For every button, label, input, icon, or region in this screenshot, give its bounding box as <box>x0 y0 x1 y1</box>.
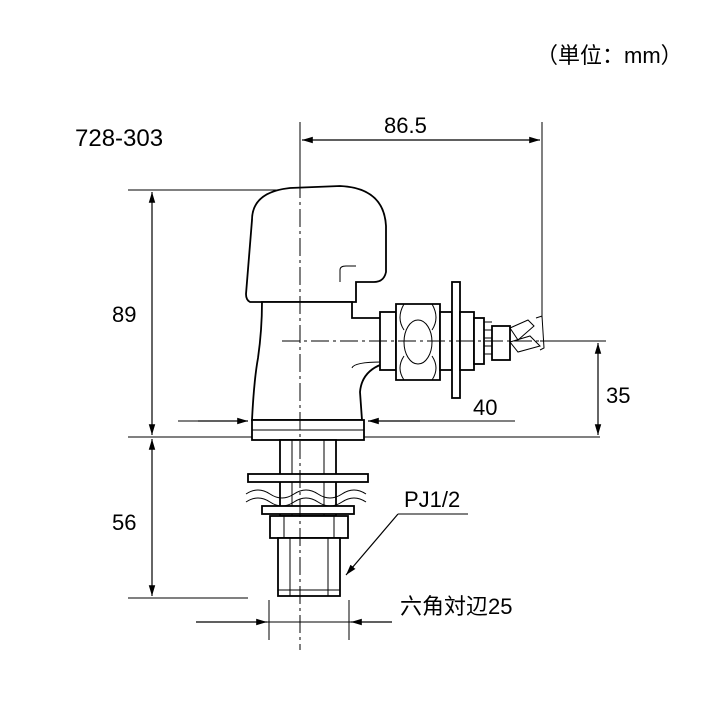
lower-pipe <box>245 439 369 597</box>
dimension-body-height-label: 89 <box>112 302 136 327</box>
dimension-body-height: 89 <box>112 189 600 438</box>
dimension-lower-length: 56 <box>112 439 248 599</box>
dimension-total-width-label: 86.5 <box>384 113 427 138</box>
center-lines <box>282 122 578 650</box>
thread-callout: PJ1/2 <box>345 487 468 576</box>
hex-label: 六角対辺25 <box>400 594 512 619</box>
dimension-lower-length-label: 56 <box>112 510 136 535</box>
valve-body <box>245 185 392 441</box>
dimension-outlet-reach: 40 <box>178 395 515 425</box>
outlet-fittings <box>379 281 545 399</box>
dimension-total-width: 86.5 <box>299 113 543 318</box>
thread-label: PJ1/2 <box>404 487 460 512</box>
unit-label: （単位：mm） <box>536 43 683 68</box>
dimension-hex: 六角対辺25 <box>196 594 512 640</box>
dimension-outlet-reach-label: 40 <box>473 395 497 420</box>
dimension-outlet-height-label: 35 <box>606 383 630 408</box>
model-number: 728-303 <box>75 125 163 152</box>
dimension-outlet-height: 35 <box>540 340 630 435</box>
